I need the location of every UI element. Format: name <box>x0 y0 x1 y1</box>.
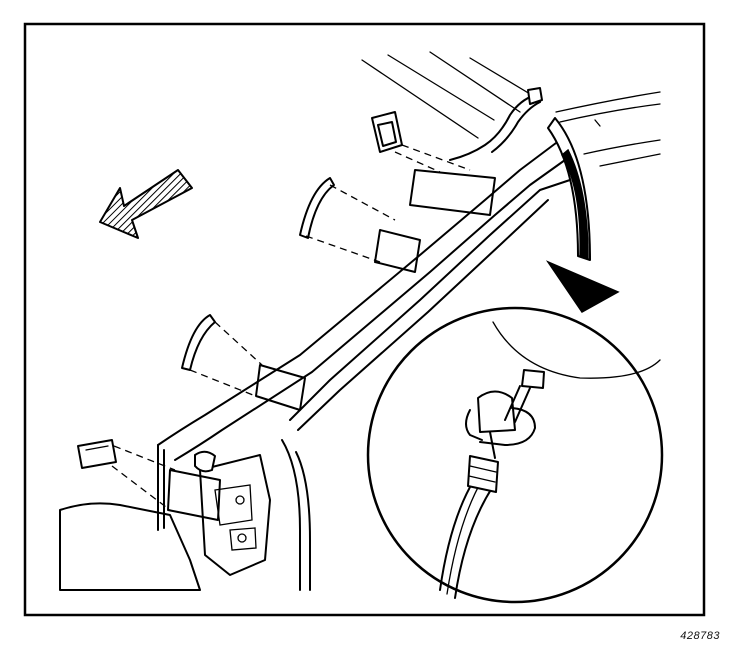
alignment-lines <box>111 144 471 511</box>
roof-lines <box>361 51 661 167</box>
retainer-clip-3 <box>181 314 216 371</box>
retainer-clip-4 <box>77 439 117 469</box>
retainer-clip-1 <box>371 111 403 153</box>
retainer-clip-2 <box>299 177 335 239</box>
detail-circle <box>366 306 664 604</box>
windshield-pillar <box>59 139 571 591</box>
figure-reference-number: 428783 <box>680 630 720 642</box>
border-frame <box>23 22 706 617</box>
detail-pointer-arrow <box>545 117 620 313</box>
removal-direction-arrow <box>99 169 193 239</box>
wiring-harness <box>449 87 543 161</box>
